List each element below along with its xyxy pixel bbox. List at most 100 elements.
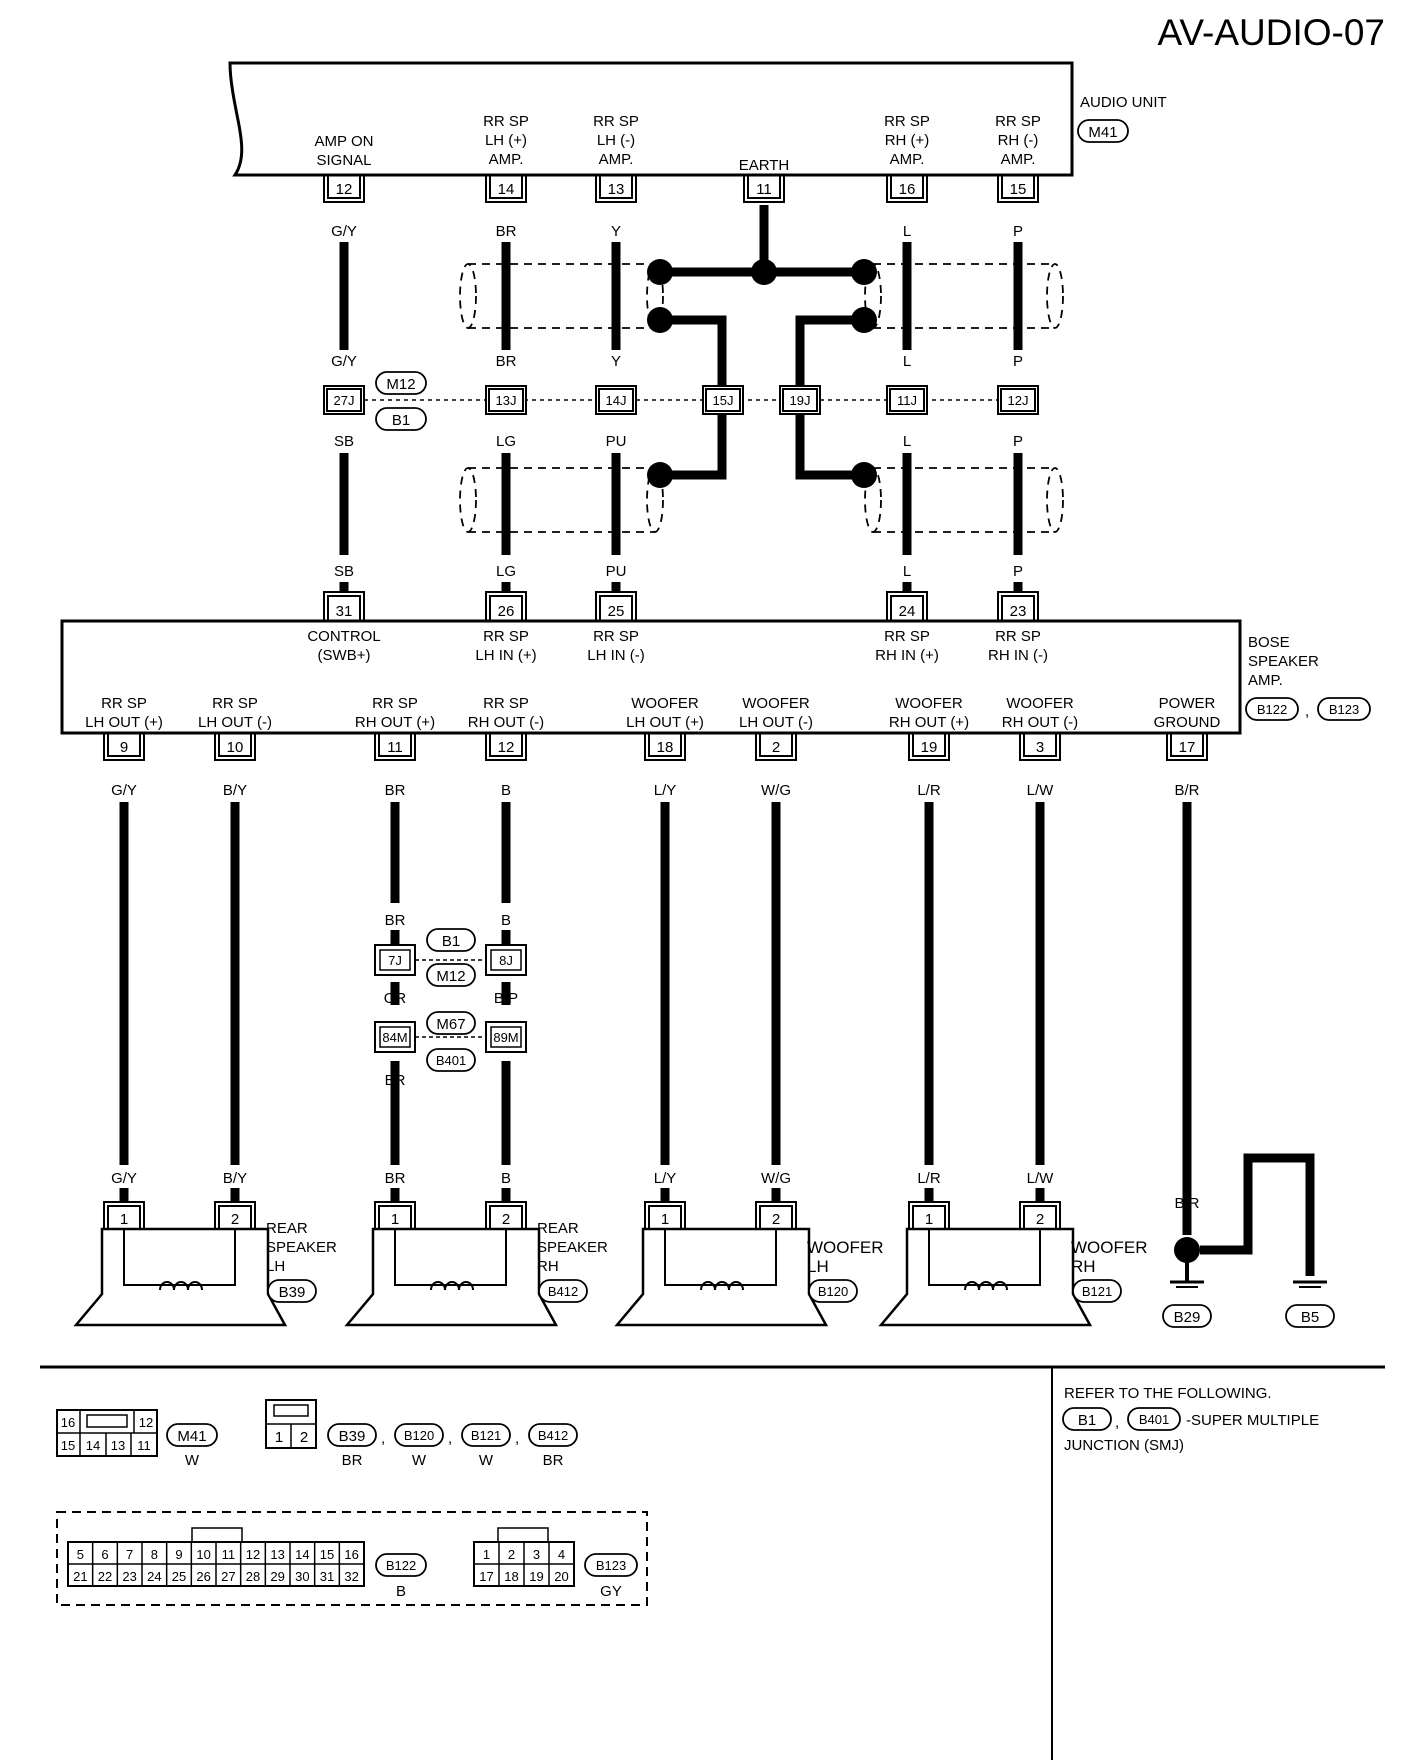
svg-text:B29: B29 [1174,1309,1201,1326]
connector-pin-number: 14 [295,1547,309,1562]
connector-pin-number: 29 [270,1569,284,1584]
connector-pin-number: 11 [222,1547,236,1562]
svg-text:B: B [501,1072,511,1089]
svg-text:B: B [501,912,511,929]
svg-text:RR SP: RR SP [593,113,639,130]
joint-boxes [323,385,1039,415]
svg-text:WOOFER: WOOFER [895,695,963,712]
svg-text:11J: 11J [897,393,917,408]
svg-text:13: 13 [608,181,625,198]
svg-text:RR SP: RR SP [372,695,418,712]
svg-text:BR: BR [543,1452,564,1469]
svg-text:B120: B120 [404,1428,434,1443]
svg-text:REFER TO THE FOLLOWING.: REFER TO THE FOLLOWING. [1064,1385,1272,1402]
refer-note: REFER TO THE FOLLOWING. B1 , B401 -SUPER… [1062,1385,1319,1454]
svg-text:B/R: B/R [1174,1195,1199,1212]
svg-text:1: 1 [391,1211,399,1228]
svg-text:AMP.: AMP. [890,151,925,168]
svg-text:SB: SB [334,563,354,580]
svg-text:B122: B122 [386,1558,416,1573]
svg-text:AMP.: AMP. [1248,672,1283,689]
connector-pin-number: 17 [479,1569,493,1584]
svg-text:RH OUT (-): RH OUT (-) [468,714,544,731]
svg-text:B121: B121 [471,1428,501,1443]
svg-text:B401: B401 [436,1053,466,1068]
svg-text:LG: LG [496,563,516,580]
svg-text:B123: B123 [596,1558,626,1573]
svg-text:8J: 8J [499,953,513,968]
amp-input-labels: CONTROL (SWB+) RR SP LH IN (+) RR SP LH … [307,628,1048,664]
svg-text:L/W: L/W [1027,1170,1055,1187]
svg-text:26: 26 [498,603,515,620]
svg-text:RR SP: RR SP [483,628,529,645]
svg-text:GY: GY [600,1583,622,1600]
svg-text:L/W: L/W [1027,782,1055,799]
svg-text:RR SP: RR SP [995,628,1041,645]
svg-text:L: L [903,563,911,580]
svg-text:RH (+): RH (+) [885,132,930,149]
audio-unit-label: AUDIO UNIT [1080,94,1167,111]
svg-text:RH OUT (+): RH OUT (+) [889,714,969,731]
svg-text:B412: B412 [538,1428,568,1443]
svg-text:B: B [501,782,511,799]
svg-text:B: B [501,1170,511,1187]
svg-text:2: 2 [772,1211,780,1228]
svg-text:BOSE: BOSE [1248,634,1290,651]
amp-connector-view-frame [56,1511,648,1606]
svg-text:LH OUT (+): LH OUT (+) [85,714,163,731]
svg-text:G/Y: G/Y [111,782,137,799]
svg-text:RR SP: RR SP [212,695,258,712]
svg-text:BR: BR [385,782,406,799]
svg-text:12: 12 [498,739,515,756]
svg-text:89M: 89M [493,1030,518,1045]
connector-pin-number: 5 [77,1547,84,1562]
svg-text:WOOFER: WOOFER [1006,695,1074,712]
svg-text:LH: LH [807,1257,829,1276]
rear-speaker-lh: 1 2 REAR SPEAKER LH B39 [73,1201,337,1327]
connector-pin-number: 19 [529,1569,543,1584]
svg-text:L: L [903,433,911,450]
svg-text:19: 19 [921,739,938,756]
svg-text:11: 11 [387,739,403,756]
svg-text:2: 2 [772,739,780,756]
svg-text:RR SP: RR SP [101,695,147,712]
svg-text:RH OUT (+): RH OUT (+) [355,714,435,731]
svg-text:B401: B401 [1139,1412,1169,1427]
audio-pin-numbers: 12 14 13 11 16 15 [336,181,1027,198]
connector-pin-number: 3 [533,1547,540,1562]
connector-pin-number: 2 [508,1547,515,1562]
svg-text:P: P [1013,223,1023,240]
svg-text:B1: B1 [392,412,410,429]
svg-text:12: 12 [336,181,353,198]
svg-text:L/Y: L/Y [654,782,677,799]
svg-text:RR SP: RR SP [483,113,529,130]
svg-text:W: W [185,1452,200,1469]
svg-text:G/Y: G/Y [331,223,357,240]
svg-text:B/Y: B/Y [223,782,247,799]
connector-pin-number: 6 [101,1547,108,1562]
svg-text:3: 3 [1036,739,1044,756]
connector-pin-number: 26 [196,1569,210,1584]
woofer-rh: 1 2 WOOFER RH B121 [878,1201,1148,1327]
svg-text:M41: M41 [1088,124,1117,141]
svg-text:B412: B412 [548,1284,578,1299]
svg-text:EARTH: EARTH [739,157,790,174]
audio-unit-connector-tag: M41 [1077,119,1129,143]
connector-pin-number: 27 [221,1569,235,1584]
inline-connector-row2: 84M 89M M67 B401 BR B [374,1011,527,1089]
svg-text:,: , [1115,1414,1119,1431]
svg-text:14: 14 [498,181,515,198]
svg-text:SIGNAL: SIGNAL [316,152,371,169]
svg-text:BR: BR [385,1072,406,1089]
connector-pin-number: 7 [126,1547,133,1562]
svg-text:LH OUT (-): LH OUT (-) [198,714,272,731]
two-pin-connector-view: 1 2 B39 BR , B120 W , B121 W , B412 BR [265,1399,578,1469]
svg-text:LH IN (+): LH IN (+) [475,647,536,664]
svg-text:23: 23 [1010,603,1027,620]
svg-text:2: 2 [1036,1211,1044,1228]
svg-text:RH IN (-): RH IN (-) [988,647,1048,664]
b122-connector-view: 5216227238249251026112712281329143015311… [67,1527,427,1600]
svg-text:-SUPER MULTIPLE: -SUPER MULTIPLE [1186,1412,1319,1429]
svg-text:B123: B123 [1329,702,1359,717]
svg-text:1: 1 [120,1211,128,1228]
